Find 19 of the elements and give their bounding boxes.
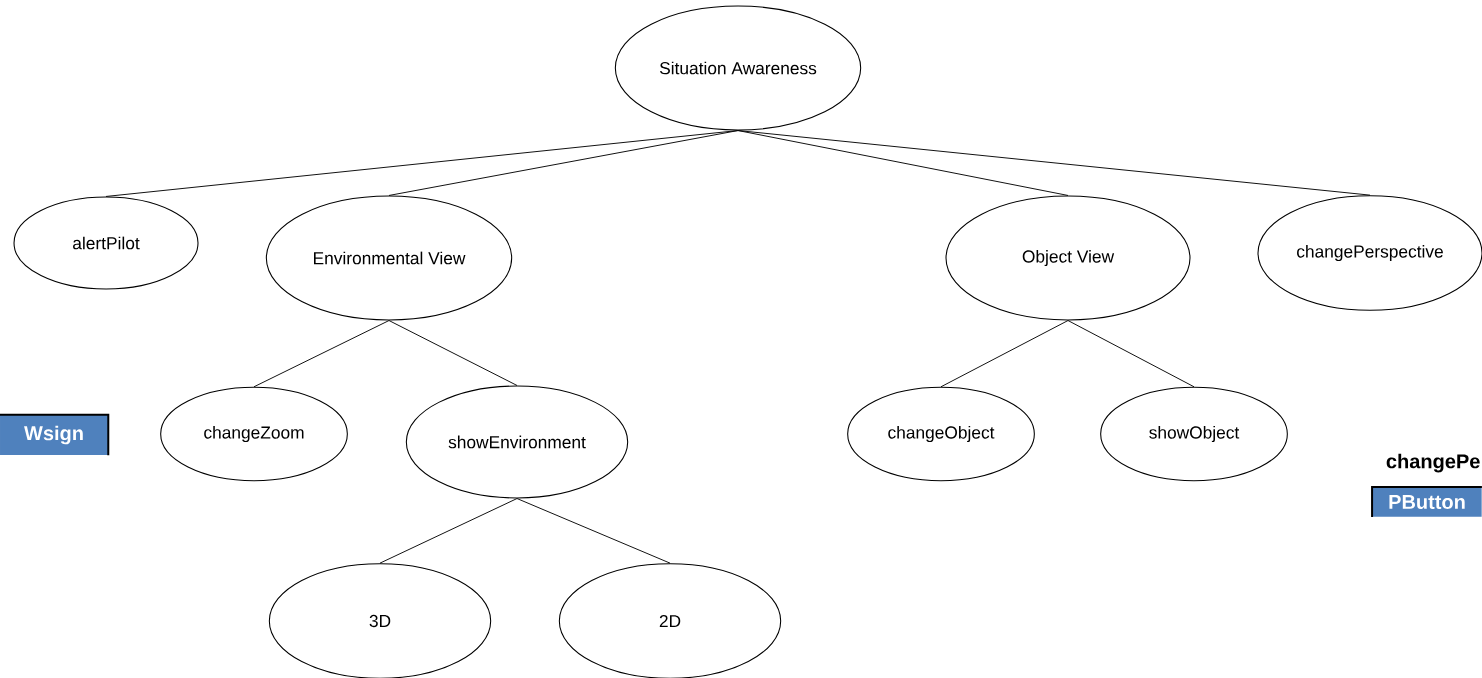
ellipse-node: Situation Awareness: [614, 5, 862, 131]
ellipse-node: changeZoom: [160, 386, 348, 482]
connector-line: [516, 498, 671, 564]
connector-line: [940, 320, 1069, 388]
connector-line: [253, 320, 390, 388]
ellipse-node: showObject: [1100, 386, 1288, 482]
ellipse-node: Environmental View: [265, 195, 513, 321]
connector-line: [737, 130, 1069, 196]
ellipse-node: showEnvironment: [405, 385, 629, 499]
ellipse-node: changeObject: [847, 386, 1035, 482]
connector-line: [379, 498, 518, 564]
label-box: PButton: [1371, 486, 1482, 518]
connector-line: [388, 320, 518, 386]
connector-line: [737, 130, 1371, 196]
ellipse-node: Object View: [945, 195, 1191, 321]
label-box: Wsign: [0, 413, 110, 457]
connector-line: [388, 130, 739, 196]
ellipse-node: alertPilot: [13, 196, 199, 290]
connector-line: [1067, 320, 1195, 388]
